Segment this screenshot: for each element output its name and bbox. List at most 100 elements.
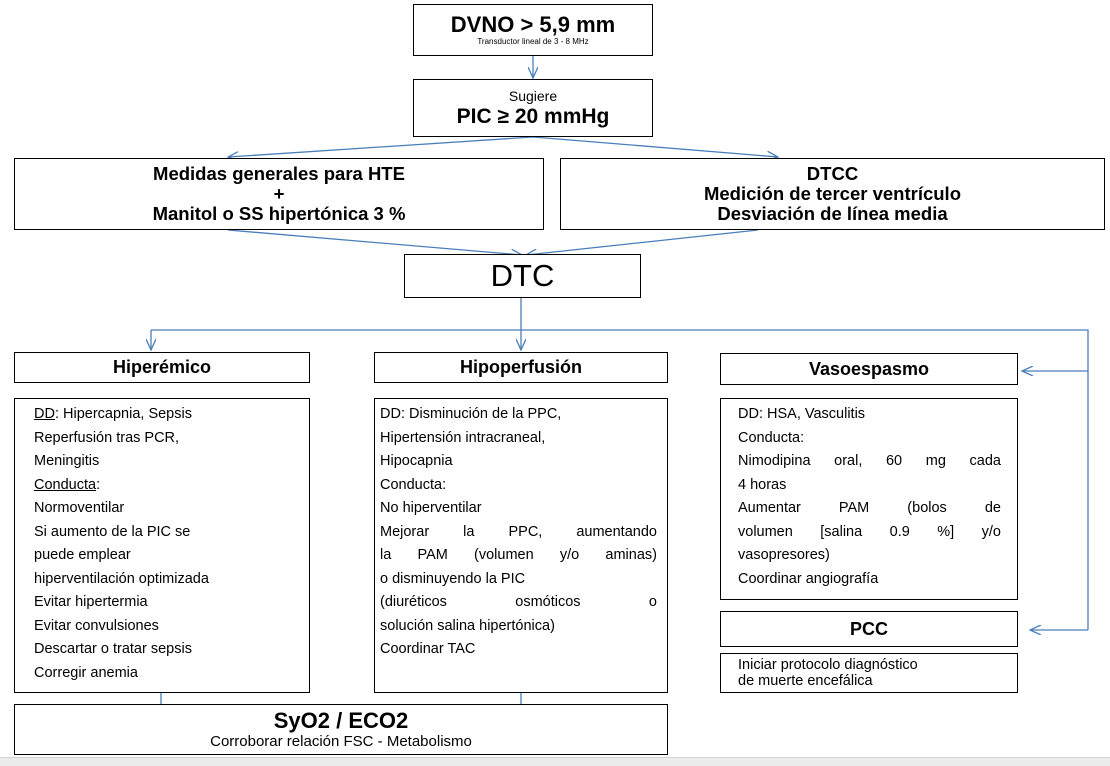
hiperemico-line: Reperfusión tras PCR, [34, 429, 180, 446]
word: la [463, 523, 475, 540]
dtc-box: DTC [404, 254, 641, 298]
pcc-line: de muerte encefálica [738, 673, 873, 689]
arrow-pic-to-measures [228, 136, 534, 157]
vasoespasmo-line: DD: HSA, Vasculitis [738, 406, 866, 422]
hiperemico-content: DD: Hipercapnia, Sepsis Reperfusión tras… [14, 398, 310, 693]
hiperemico-line: Descartar o tratar sepsis [34, 641, 192, 657]
word: (diuréticos [380, 594, 447, 610]
word: %] [937, 523, 955, 540]
hiperemico-title: Hiperémico [112, 357, 212, 377]
dvno-subtitle: Transductor lineal de 3 - 8 MHz [477, 37, 589, 46]
general-measures-plus: + [273, 183, 285, 204]
vasoespasmo-header: Vasoespasmo [720, 353, 1018, 385]
general-measures-line1: Medidas generales para HTE [153, 163, 405, 184]
word: y/o [981, 523, 1001, 540]
general-measures-box: Medidas generales para HTE + Manitol o S… [14, 158, 544, 230]
word: aminas) [605, 547, 657, 563]
hipoperfusion-line: Hipertensión intracraneal, [380, 429, 546, 446]
word: PAM [838, 500, 870, 516]
word: PAM [417, 547, 448, 563]
vasoespasmo-line: Coordinar angiografía [738, 570, 879, 587]
arrow-measures-to-dtc [227, 229, 522, 255]
hipoperfusion-line: No hiperventilar [380, 500, 482, 516]
vasoespasmo-line: Conducta: [738, 429, 805, 446]
word: aumentando [576, 523, 657, 540]
word: cada [969, 453, 1001, 469]
hiperemico-line: Meningitis [34, 453, 100, 469]
word: la [380, 547, 392, 563]
hipoperfusion-line: Hipocapnia [380, 453, 453, 469]
word: PPC, [508, 523, 543, 540]
hiperemico-line: hiperventilación optimizada [34, 570, 209, 587]
hipoperfusion-justified-line: la PAM (volumen y/o aminas) [380, 544, 657, 568]
vasoespasmo-title: Vasoespasmo [808, 358, 930, 379]
hipoperfusion-line: solución salina hipertónica) [380, 617, 555, 634]
arrow-pic-to-dtcc [532, 136, 778, 157]
hiperemico-conducta-label: Conducta [34, 476, 97, 493]
hipoperfusion-title: Hipoperfusión [460, 357, 582, 377]
general-measures-line3: Manitol o SS hipertónica 3 % [152, 203, 406, 224]
hiperemico-line: Normoventilar [34, 500, 125, 516]
vasoespasmo-line: 4 horas [738, 476, 787, 493]
hiperemico-dd-label: DD [34, 406, 55, 422]
vasoespasmo-justified-line: volumen [salina 0.9%] y/o [738, 521, 1001, 545]
vasoespasmo-justified-line: Aumentar PAM (bolos de [738, 497, 1001, 521]
pcc-content: Iniciar protocolo diagnóstico de muerte … [720, 653, 1018, 693]
hiperemico-line: puede emplear [34, 547, 131, 563]
syo2-title: SyO2 / ECO2 [273, 707, 409, 733]
pic-suggest-label: Sugiere [508, 87, 558, 104]
hiperemico-line: Evitar hipertermia [34, 594, 148, 610]
hipoperfusion-justified-line: Mejorar la PPC, aumentando [380, 521, 657, 545]
syo2-box: SyO2 / ECO2 Corroborar relación FSC - Me… [14, 704, 668, 755]
arrow-dtcc-to-dtc [526, 229, 759, 255]
pic-threshold: PIC ≥ 20 mmHg [456, 104, 610, 128]
hipoperfusion-line: DD: Disminución de la PPC, [380, 406, 562, 422]
hipoperfusion-justified-line: (diuréticos osmóticos o [380, 591, 657, 615]
hipoperfusion-header: Hipoperfusión [374, 352, 668, 383]
hipoperfusion-line: o disminuyendo la PIC [380, 570, 526, 587]
word: y/o [559, 547, 580, 563]
dvno-title: DVNO > 5,9 mm [450, 12, 616, 37]
dvno-box: DVNO > 5,9 mm Transductor lineal de 3 - … [413, 4, 653, 56]
pic-box: Sugiere PIC ≥ 20 mmHg [413, 79, 653, 137]
dtcc-title: DTCC [806, 163, 859, 184]
dtcc-line3: Desviación de línea media [717, 203, 948, 224]
word: (volumen [474, 547, 534, 563]
hiperemico-line: Evitar convulsiones [34, 617, 159, 634]
word: oral, [834, 453, 863, 469]
word: mg [925, 453, 946, 469]
word: Aumentar [738, 500, 801, 516]
word: de [984, 500, 1001, 516]
dtc-label: DTC [490, 258, 555, 293]
pcc-header: PCC [720, 611, 1018, 647]
word: osmóticos [515, 594, 581, 610]
word: [salina [820, 523, 863, 540]
hiperemico-conducta: Conducta: [34, 474, 309, 498]
word: (bolos [907, 500, 947, 516]
hiperemico-header: Hiperémico [14, 352, 310, 383]
vasoespasmo-line: vasopresores) [738, 547, 830, 563]
hipoperfusion-content: DD: Disminución de la PPC, Hipertensión … [374, 398, 668, 693]
vasoespasmo-content: DD: HSA, Vasculitis Conducta: Nimodipina… [720, 398, 1018, 600]
pcc-title: PCC [849, 618, 888, 639]
dtcc-line2: Medición de tercer ventrículo [703, 183, 961, 204]
word: 0.9 [889, 523, 910, 540]
word: 60 [885, 453, 903, 469]
hiperemico-line: Corregir anemia [34, 664, 138, 681]
hiperemico-conducta-colon: : [96, 476, 101, 493]
line-branch-bar [151, 329, 1089, 630]
pcc-line: Iniciar protocolo diagnóstico [738, 657, 918, 673]
hiperemico-dd: DD: Hipercapnia, Sepsis [34, 403, 309, 427]
vasoespasmo-justified-line: Nimodipina oral, 60 mg cada [738, 450, 1001, 474]
word: volumen [738, 523, 793, 540]
word: o [648, 594, 657, 610]
hipoperfusion-line: Coordinar TAC [380, 641, 476, 657]
hiperemico-dd-text: : Hipercapnia, Sepsis [54, 406, 192, 422]
hiperemico-line: Si aumento de la PIC se [34, 523, 191, 540]
hipoperfusion-line: Conducta: [380, 476, 447, 493]
bottom-scroll-strip [0, 757, 1110, 766]
word: Mejorar [380, 523, 430, 540]
syo2-subtitle: Corroborar relación FSC - Metabolismo [210, 732, 472, 750]
word: Nimodipina [738, 453, 811, 469]
